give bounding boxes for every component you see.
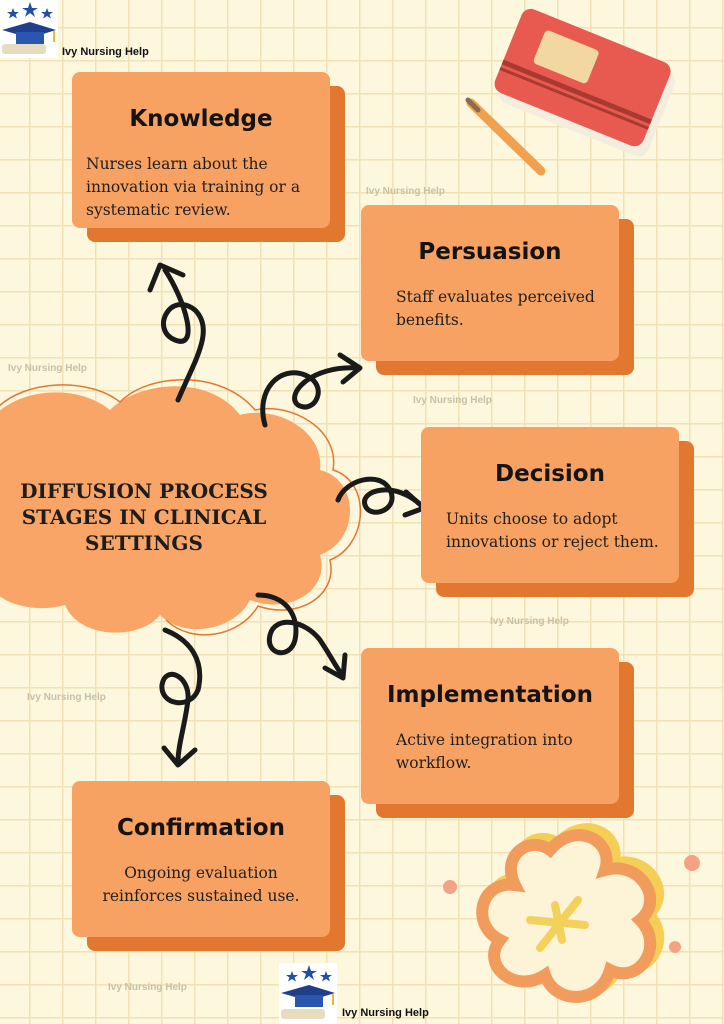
stage-description-line: systematic review. xyxy=(86,201,231,219)
stage-description-line: innovations or reject them. xyxy=(446,533,659,551)
center-cloud xyxy=(0,378,362,636)
center-title-line: DIFFUSION PROCESS xyxy=(20,479,268,503)
stage-card-decision: Decision Units choose to adopt innovatio… xyxy=(421,427,679,583)
brand-logo-top xyxy=(0,0,58,58)
brand-logo-bottom xyxy=(279,963,337,1024)
watermark: Ivy Nursing Help xyxy=(27,692,106,703)
stage-card-confirmation: Confirmation Ongoing evaluation reinforc… xyxy=(72,781,330,937)
stage-description-line: Ongoing evaluation xyxy=(124,864,278,882)
center-title-line: STAGES IN CLINICAL xyxy=(21,505,267,529)
flower-illustration xyxy=(443,823,700,1003)
watermark: Ivy Nursing Help xyxy=(108,982,187,993)
stage-description: Staff evaluates perceived benefits. xyxy=(396,286,616,332)
watermark: Ivy Nursing Help xyxy=(413,395,492,406)
center-title-line: SETTINGS xyxy=(85,531,203,555)
stage-title: Confirmation xyxy=(117,815,285,841)
watermark: Ivy Nursing Help xyxy=(8,363,87,374)
stage-description-line: reinforces sustained use. xyxy=(102,887,300,905)
pencil-illustration xyxy=(465,97,546,176)
center-title: DIFFUSION PROCESS STAGES IN CLINICAL SET… xyxy=(0,478,288,556)
stage-card-knowledge: Knowledge Nurses learn about the innovat… xyxy=(72,72,330,228)
stage-description-line: Active integration into xyxy=(396,731,573,749)
brand-name-top: Ivy Nursing Help xyxy=(62,46,149,58)
stage-title: Knowledge xyxy=(129,106,273,132)
brand-name-bottom: Ivy Nursing Help xyxy=(342,1007,429,1019)
stage-description: Ongoing evaluation reinforces sustained … xyxy=(72,862,330,908)
stage-description-line: Nurses learn about the xyxy=(86,155,268,173)
stage-description-line: benefits. xyxy=(396,311,464,329)
stage-title: Decision xyxy=(495,461,605,487)
stage-description-line: Staff evaluates perceived xyxy=(396,288,595,306)
stage-title: Implementation xyxy=(387,682,593,708)
stage-description: Active integration into workflow. xyxy=(396,729,616,775)
stage-card-persuasion: Persuasion Staff evaluates perceived ben… xyxy=(361,205,619,361)
watermark: Ivy Nursing Help xyxy=(366,186,445,197)
stage-description-line: innovation via training or a xyxy=(86,178,301,196)
notebook-illustration xyxy=(494,8,676,157)
stage-description: Units choose to adopt innovations or rej… xyxy=(446,508,678,554)
stage-card-implementation: Implementation Active integration into w… xyxy=(361,648,619,804)
stage-description: Nurses learn about the innovation via tr… xyxy=(86,153,326,222)
stage-description-line: Units choose to adopt xyxy=(446,510,618,528)
watermark: Ivy Nursing Help xyxy=(490,616,569,627)
connector-arrows xyxy=(147,262,427,768)
stage-title: Persuasion xyxy=(418,239,562,265)
stage-description-line: workflow. xyxy=(396,754,472,772)
